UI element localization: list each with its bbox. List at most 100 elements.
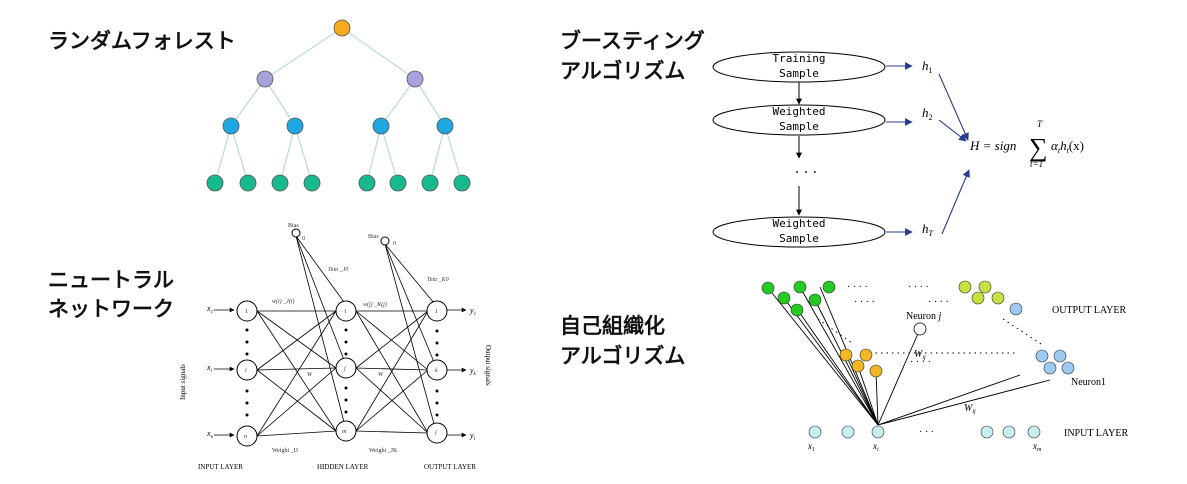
- neuron-index: l: [435, 431, 437, 437]
- som-output-node: [1009, 302, 1023, 316]
- tree-node: [256, 70, 274, 88]
- wij-label: Wij: [914, 349, 926, 361]
- tree-leaf-node: [239, 174, 257, 192]
- som-dots: · · · ·: [847, 282, 868, 293]
- tree-leaf-node: [421, 174, 439, 192]
- som-output-node: [991, 291, 1005, 305]
- sample-ellipsis: · · ·: [795, 165, 817, 181]
- som-output-node: [869, 364, 883, 378]
- output-layer-label: OUTPUT LAYER: [424, 463, 476, 471]
- som-input-node: [841, 425, 855, 439]
- boosting-diagram: Training Sample Weighted Sample · · · We…: [712, 51, 1084, 248]
- output-signals-label: Output signals: [484, 345, 492, 386]
- neuron-j-node: [913, 322, 927, 336]
- som-dots: · · · ·: [854, 297, 875, 308]
- hT-label: hT: [922, 221, 934, 238]
- som-output-node: [1053, 349, 1067, 363]
- output-yk: yk: [469, 366, 477, 377]
- input-neuron: [236, 359, 258, 381]
- som-input-node: [808, 425, 822, 439]
- neuron-index: n: [244, 434, 247, 440]
- boosting-title-line1: ブースティング: [560, 29, 705, 53]
- neuron-index: 1: [435, 309, 438, 315]
- sample-label: Weighted: [773, 217, 826, 230]
- output-y1: y1: [469, 306, 476, 317]
- som-x1-label: x1: [807, 441, 815, 453]
- bias-label: Bias: [288, 223, 299, 229]
- som-dots: · · · ·: [910, 357, 931, 368]
- som-output-node: [777, 291, 791, 305]
- bias-node: [291, 228, 301, 238]
- sample-label: Sample: [779, 232, 819, 245]
- input-xi: xi: [206, 363, 213, 374]
- neuron-index: i: [245, 368, 247, 374]
- teta-k0-label: Teta _K0: [427, 277, 449, 283]
- sample-label: Sample: [779, 120, 819, 133]
- output-yl: yl: [469, 431, 476, 442]
- som-output-node: [851, 359, 865, 373]
- neuron-index: m: [342, 429, 347, 435]
- som-input-layer-label: INPUT LAYER: [1064, 428, 1129, 439]
- input-x1: x1: [206, 304, 213, 315]
- random-forest-title: ランダムフォレスト: [48, 29, 236, 53]
- sum-upper-limit: T: [1037, 119, 1043, 129]
- tree-leaf-node: [358, 174, 376, 192]
- som-xi-label: xi: [872, 441, 879, 453]
- output-neuron: [426, 359, 448, 381]
- input-neuron: [236, 300, 258, 322]
- wij-label-2: Wij: [964, 403, 976, 415]
- som-xm-label: xm: [1032, 441, 1042, 453]
- input-layer-label: INPUT LAYER: [198, 463, 243, 471]
- som-output-node: [839, 348, 853, 362]
- weight-ij-label: Weight _IJ: [272, 448, 299, 454]
- som-output-node: [1035, 349, 1049, 363]
- boosting-title-line2: アルゴリズム: [560, 59, 686, 83]
- som-output-node: [793, 280, 807, 294]
- output-neuron: [426, 300, 448, 322]
- som-output-node: [1043, 361, 1057, 375]
- input-xn: xn: [206, 429, 214, 440]
- tree-leaf-node: [453, 174, 471, 192]
- tree-leaf-node: [389, 174, 407, 192]
- weight-symbol: W: [378, 372, 384, 378]
- hidden-neuron: [335, 420, 357, 442]
- neuron-index: 1: [245, 309, 248, 315]
- som-output-node: [822, 280, 836, 294]
- hidden-layer-label: HIDDEN LAYER: [317, 463, 369, 471]
- tree-node: [286, 117, 304, 135]
- output-neuron: [426, 422, 448, 444]
- tree-leaf-node: [303, 174, 321, 192]
- weight-symbol: W: [307, 372, 313, 378]
- som-output-node: [978, 280, 992, 294]
- neural-network-diagram: [214, 235, 467, 438]
- som-output-layer-label: OUTPUT LAYER: [1052, 305, 1127, 316]
- input-neuron: [236, 425, 258, 447]
- som-input-node: [871, 425, 885, 439]
- som-output-node: [958, 280, 972, 294]
- som-dots: · · ·: [919, 427, 934, 438]
- som-dots: · · · ·: [928, 297, 949, 308]
- formula-lhs: H = sign: [969, 138, 1016, 153]
- som-input-node: [1027, 425, 1041, 439]
- neuron-1-label: Neuron1: [1071, 377, 1106, 388]
- som-dots: · · · ·: [908, 282, 929, 293]
- weighted-sample-node: [712, 104, 886, 136]
- neural-title-line2: ネットワーク: [48, 297, 174, 321]
- neural-title-line1: ニュートラル: [48, 268, 174, 292]
- bias-node: [380, 236, 390, 246]
- som-output-node: [808, 293, 822, 307]
- bias-label: Bias: [368, 234, 379, 240]
- input-signals-label: Input signals: [179, 364, 187, 400]
- sample-label: Training: [773, 52, 826, 65]
- sum-lower-limit: t=1: [1030, 159, 1043, 169]
- tree-node: [406, 70, 424, 88]
- bias-value: 0: [393, 241, 396, 247]
- neuron-index: 1: [344, 309, 347, 315]
- som-diagram: · · · · · · · · · · · · · · · · · · · · …: [761, 280, 1129, 453]
- som-output-node: [859, 348, 873, 362]
- som-output-node: [761, 281, 775, 295]
- tree-node: [222, 117, 240, 135]
- som-output-node: [1061, 361, 1075, 375]
- hidden-neuron: [335, 357, 357, 379]
- sample-label: Sample: [779, 67, 819, 80]
